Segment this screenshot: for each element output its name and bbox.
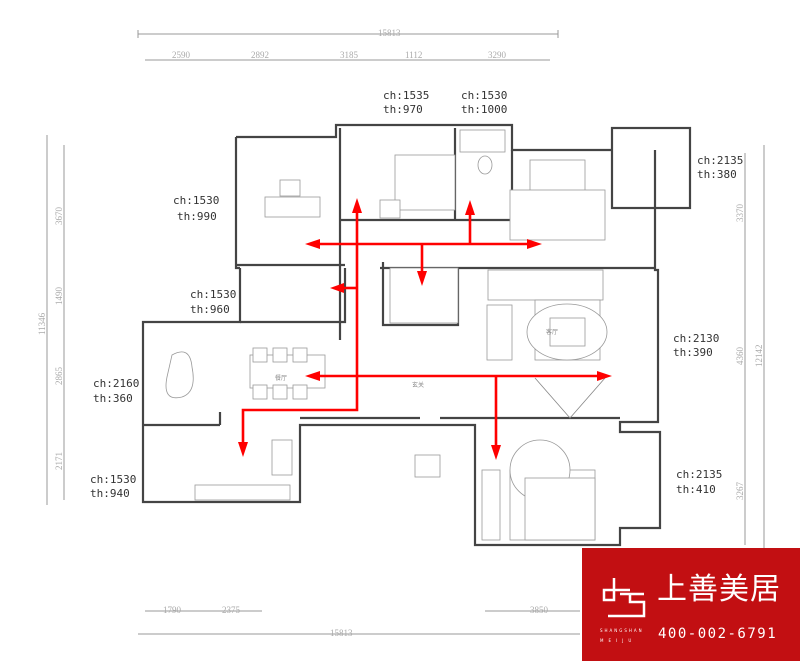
left-dimensions: 11346 3670 1490 2865 2171 (37, 135, 65, 505)
dim-left-total: 11346 (37, 312, 47, 335)
th-label: th:940 (90, 487, 130, 500)
dim-top-1: 2590 (172, 50, 191, 60)
room-label-living: 客厅 (546, 328, 558, 336)
dim-top-5: 3290 (488, 50, 507, 60)
ch-label: ch:1530 (90, 473, 136, 486)
arrowhead-left (330, 283, 344, 293)
th-label: th:990 (177, 210, 217, 223)
right-dimensions: 3370 4360 3267 12142 (735, 145, 765, 548)
logo-pinyin-1: SHANGSHAN (600, 628, 644, 633)
arrowhead-right (527, 239, 542, 249)
arrowhead-right (597, 371, 612, 381)
dim-top-2: 2892 (251, 50, 269, 60)
arrowhead-down (238, 442, 248, 457)
arrowhead-left (305, 239, 320, 249)
th-label: th:1000 (461, 103, 507, 116)
dim-top-4: 1112 (405, 50, 422, 60)
th-label: th:380 (697, 168, 737, 181)
ch-label: ch:2130 (673, 332, 719, 345)
arrow-to-kitchen (241, 212, 359, 443)
ch-label: ch:1530 (461, 89, 507, 102)
ch-label: ch:2135 (697, 154, 743, 167)
furniture (165, 129, 608, 541)
dim-top-3: 3185 (340, 50, 359, 60)
th-label: th:970 (383, 103, 423, 116)
ch-label: ch:1530 (190, 288, 236, 301)
th-label: th:960 (190, 303, 230, 316)
th-label: th:410 (676, 483, 716, 496)
room-label-dining: 餐厅 (275, 374, 287, 382)
walls (141, 123, 692, 547)
top-dimensions: 15813 2590 2892 3185 1112 3290 (137, 28, 559, 61)
dim-top-total: 15813 (378, 28, 401, 38)
ch-label: ch:1530 (173, 194, 219, 207)
dim-left-2: 1490 (54, 287, 64, 306)
dim-right-1: 3370 (735, 204, 745, 223)
arrowhead-left (305, 371, 320, 381)
circulation-arrows (238, 198, 612, 460)
dim-right-2: 4360 (735, 347, 745, 366)
th-label: th:360 (93, 392, 133, 405)
logo-phone: 400-002-6791 (658, 626, 778, 642)
logo-brand-name: 上善美居 (657, 572, 781, 607)
logo-mark-icon (602, 578, 646, 618)
balcony-master (610, 126, 692, 210)
arrowhead-down (417, 271, 427, 286)
dim-bottom-3: 3850 (530, 605, 549, 615)
dim-right-3: 3267 (735, 482, 745, 501)
brand-logo: 上善美居 SHANGSHAN MEIJU 400-002-6791 (582, 548, 800, 661)
room-label-foyer: 玄关 (412, 381, 424, 389)
ch-label: ch:1535 (383, 89, 429, 102)
ch-label: ch:2135 (676, 468, 722, 481)
dim-left-3: 2865 (54, 367, 64, 386)
arrowhead-up (465, 200, 475, 215)
logo-pinyin-2: MEIJU (600, 638, 637, 643)
arrowhead-up (352, 198, 362, 213)
dim-left-4: 2171 (54, 452, 64, 470)
dim-bottom-1: 1790 (163, 605, 182, 615)
dim-bottom-2: 2375 (222, 605, 241, 615)
arrowhead-down (491, 445, 501, 460)
th-label: th:390 (673, 346, 713, 359)
dim-left-1: 3670 (54, 207, 64, 226)
dim-bottom-total: 15813 (330, 628, 353, 638)
dim-right-total: 12142 (754, 345, 764, 368)
bottom-dimensions: 1790 2375 3850 15813 (138, 605, 580, 638)
ch-label: ch:2160 (93, 377, 139, 390)
